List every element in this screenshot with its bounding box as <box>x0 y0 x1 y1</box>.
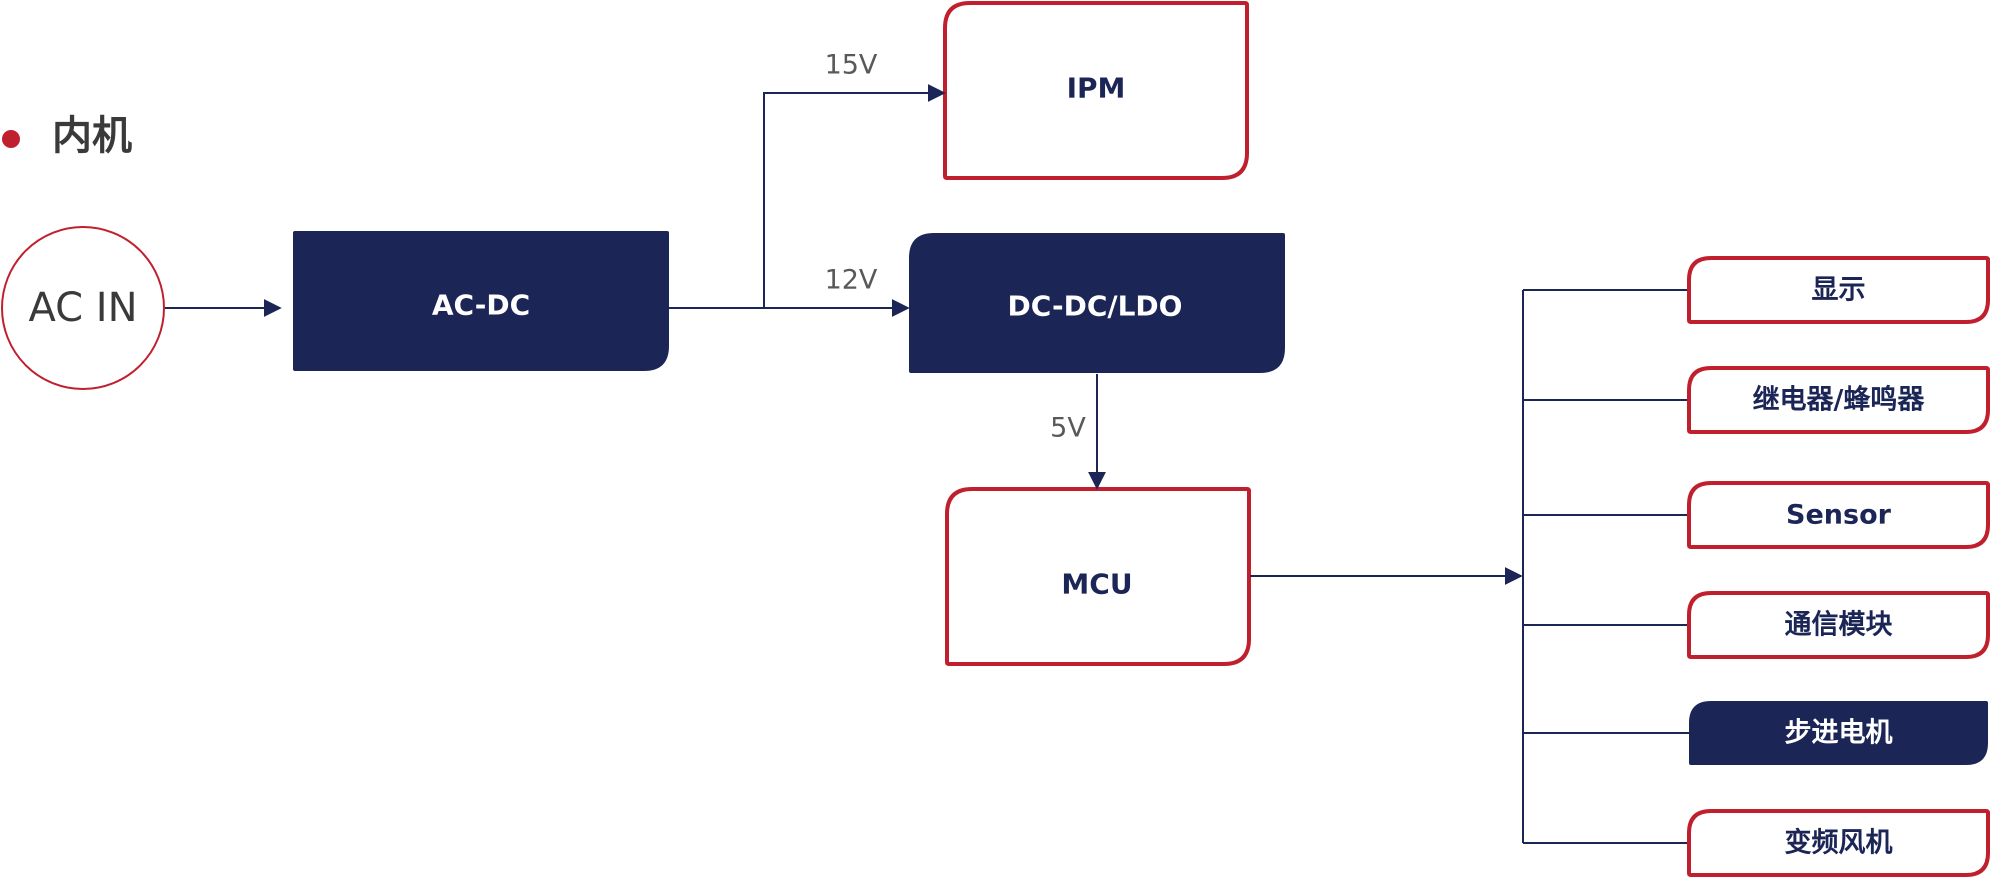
peripheral-label: 通信模块 <box>1785 610 1894 641</box>
peripheral-label: 显示 <box>1812 275 1866 306</box>
peripheral-1: 显示 <box>1523 256 1990 324</box>
peripheral-label: Sensor <box>1786 500 1892 531</box>
ac-dc-block: AC-DC <box>293 231 669 371</box>
peripheral-box <box>1689 701 1988 765</box>
ipm-label: IPM <box>1067 72 1126 105</box>
peripheral-4: 通信模块 <box>1523 591 1990 659</box>
mcu-block: MCU <box>945 487 1251 666</box>
dc-dc-ldo-block: DC-DC/LDO <box>909 233 1285 373</box>
connections <box>165 84 1524 843</box>
peripheral-6: 变频风机 <box>1523 809 1990 877</box>
voltage-15v-label: 15V <box>825 50 878 81</box>
peripheral-2: 继电器/蜂鸣器 <box>1523 366 1990 434</box>
dc-dc-ldo-label: DC-DC/LDO <box>1008 290 1183 323</box>
peripheral-box <box>1687 809 1990 877</box>
peripheral-3: Sensor <box>1523 481 1990 549</box>
ac-in-label: AC IN <box>28 285 137 331</box>
peripheral-label: 继电器/蜂鸣器 <box>1753 384 1926 416</box>
ipm-block: IPM <box>943 0 1249 180</box>
peripheral-box <box>1687 366 1990 434</box>
peripheral-5: 步进电机 <box>1523 701 1988 765</box>
mcu-label: MCU <box>1061 568 1132 601</box>
legend-label: 内机 <box>52 113 132 159</box>
peripheral-box <box>1687 481 1990 549</box>
ac-in-node: AC IN <box>1 226 165 390</box>
legend-bullet-icon <box>2 130 20 148</box>
peripheral-box <box>1687 591 1990 659</box>
peripheral-label: 变频风机 <box>1785 827 1893 859</box>
voltage-5v-label: 5V <box>1050 413 1086 444</box>
peripheral-label: 步进电机 <box>1785 718 1893 749</box>
legend: 内机 <box>2 113 132 159</box>
peripheral-box <box>1687 256 1990 324</box>
ac-dc-to-ipm-arrow <box>763 84 946 308</box>
ac-dc-label: AC-DC <box>432 289 530 322</box>
voltage-12v-label: 12V <box>825 265 878 296</box>
